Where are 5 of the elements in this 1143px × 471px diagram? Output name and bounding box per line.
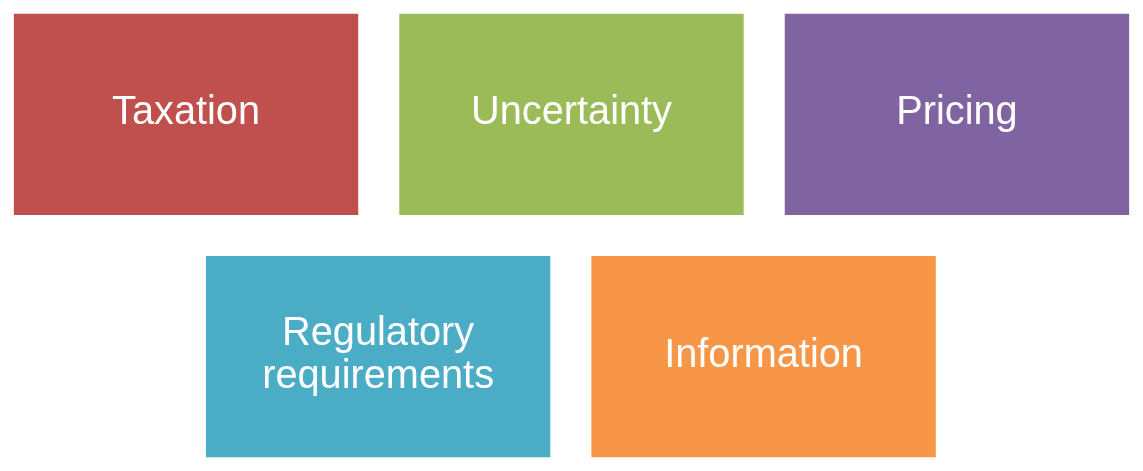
node-box: Regulatory requirements xyxy=(205,256,551,458)
node-box: Uncertainty xyxy=(399,13,744,215)
node-box: Taxation xyxy=(13,13,359,215)
node-box: Pricing xyxy=(784,13,1130,215)
node-box: Information xyxy=(591,256,936,458)
